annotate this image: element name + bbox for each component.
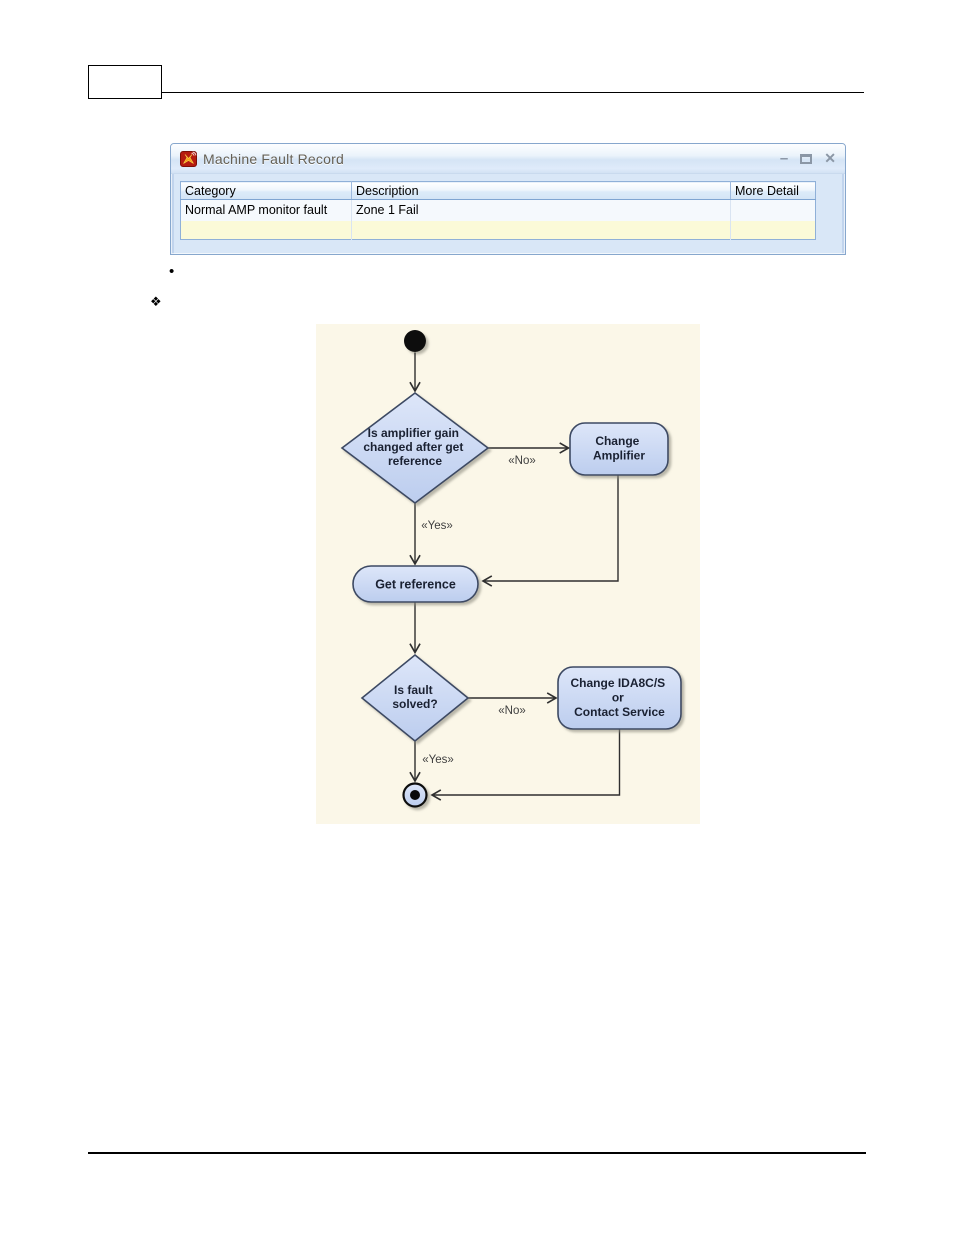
decision-fault-solved xyxy=(360,653,470,743)
header-rule xyxy=(162,92,864,93)
svg-text:Is amplifier gain chan: Is amplifier gain changed after get refe… xyxy=(363,426,466,468)
edge-service-to-end xyxy=(430,729,621,801)
edge-amplifier-to-getreference xyxy=(481,475,619,587)
decision1-line2: changed after get xyxy=(363,440,463,454)
machine-fault-record-window: Machine Fault Record – ✕ Category Descri… xyxy=(170,143,846,255)
decision2-line1: Is fault xyxy=(394,683,433,697)
change-service-line2: or xyxy=(612,691,624,705)
decision-amplifier-gain xyxy=(340,391,490,505)
edge-label-yes1: «Yes» xyxy=(421,520,453,532)
activity-diagram: Is amplifier gain changed after get refe… xyxy=(316,324,700,824)
machine-fault-app-icon xyxy=(180,150,197,167)
diamond-list-marker: ❖ xyxy=(150,294,162,309)
change-amplifier-line2: Amplifier xyxy=(593,449,645,463)
minimize-icon[interactable]: – xyxy=(779,149,789,167)
cell-more-detail[interactable] xyxy=(730,220,816,240)
fault-record-table: Category Description More Detail Normal … xyxy=(180,181,816,240)
column-header-more-detail[interactable]: More Detail xyxy=(730,181,816,200)
table-header-row: Category Description More Detail xyxy=(180,181,816,200)
action-change-amplifier xyxy=(569,422,669,476)
change-service-line1: Change IDA8C/S xyxy=(570,676,665,690)
window-controls: – ✕ xyxy=(780,150,836,167)
table-row-empty[interactable] xyxy=(180,220,816,240)
window-title: Machine Fault Record xyxy=(203,150,344,167)
get-reference-label: Get reference xyxy=(375,578,456,592)
cell-description[interactable] xyxy=(351,220,731,240)
column-header-category[interactable]: Category xyxy=(180,181,352,200)
footer-rule xyxy=(88,1152,866,1154)
cell-category[interactable] xyxy=(180,220,352,240)
change-service-line3: Contact Service xyxy=(574,705,665,719)
decision1-line3: reference xyxy=(388,454,442,468)
bullet-marker: • xyxy=(169,263,175,280)
svg-text:Change IDA8C/S or: Change IDA8C/S or Contact Service xyxy=(570,676,668,719)
decision1-line1: Is amplifier gain xyxy=(368,426,459,440)
cell-category[interactable]: Normal AMP monitor fault xyxy=(180,199,352,221)
start-node xyxy=(404,330,426,352)
svg-text:Is fault solved?: Is fault solved? xyxy=(392,683,437,711)
cell-more-detail[interactable] xyxy=(730,199,816,221)
window-titlebar: Machine Fault Record – ✕ xyxy=(171,144,845,174)
svg-text:Change Amplifier: Change Amplifier xyxy=(593,434,645,463)
table-row[interactable]: Normal AMP monitor fault Zone 1 Fail xyxy=(180,199,816,221)
edge-label-no2: «No» xyxy=(498,705,526,717)
edge-label-no1: «No» xyxy=(508,455,536,467)
action-get-reference xyxy=(352,565,479,603)
maximize-icon[interactable] xyxy=(800,153,813,164)
close-icon[interactable]: ✕ xyxy=(824,150,836,166)
cell-description[interactable]: Zone 1 Fail xyxy=(351,199,731,221)
end-node-dot xyxy=(410,790,420,800)
decision2-line2: solved? xyxy=(392,697,437,711)
activity-diagram-canvas: Is amplifier gain changed after get refe… xyxy=(340,330,682,808)
page-header-box xyxy=(88,65,162,99)
column-header-description[interactable]: Description xyxy=(351,181,731,200)
action-change-ida8c-or-contact-service xyxy=(557,666,682,730)
edge-label-yes2: «Yes» xyxy=(422,754,454,766)
change-amplifier-line1: Change xyxy=(595,434,639,448)
